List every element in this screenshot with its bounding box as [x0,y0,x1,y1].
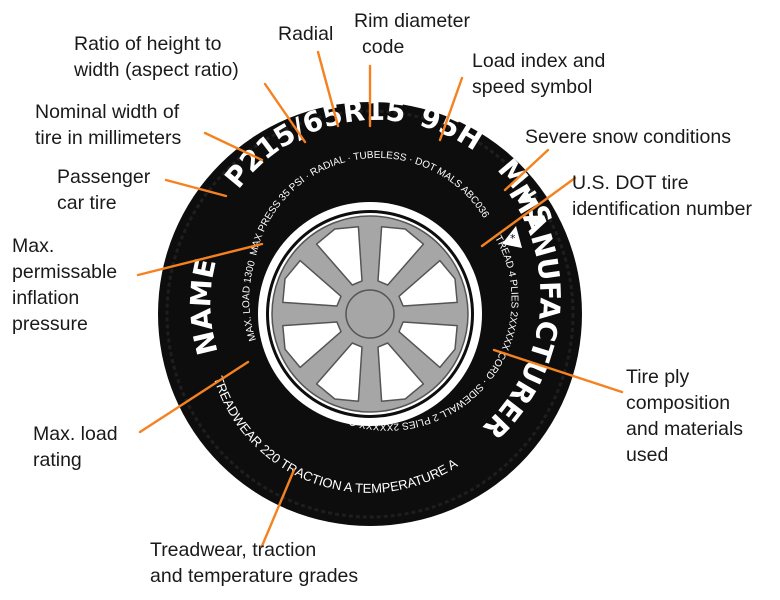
callout-ply-composition: Tire ply composition and materials used [626,366,748,466]
wheel-spokes [282,226,458,402]
leader-ply [492,348,624,394]
tire [158,102,582,526]
wheel-spoke-opening [398,259,458,307]
callout-load-rating: Max. load rating [33,423,123,471]
leader-passenger [164,178,228,198]
wheel-spoke-opening [315,226,363,286]
wheel-spoke-opening [377,342,425,402]
severe-snow-icon: * [502,226,522,248]
callout-nominal-width: Nominal width of tire in millimeters [35,101,185,149]
wheel-spoke-opening [315,342,363,402]
wheel-spoke-opening [282,321,342,369]
callout-dot-id: U.S. DOT tire identification number [572,172,752,220]
leader-load-index [438,76,464,142]
wheel-spoke-opening [377,226,425,286]
leader-lines [136,50,624,548]
callout-radial: Radial [278,23,333,45]
leader-load-rating [138,360,250,434]
leader-inflation [136,242,264,277]
tread-edge [165,109,575,519]
callout-passenger-car: Passenger car tire [57,166,156,214]
callouts: Ratio of height to width (aspect ratio) … [12,10,752,587]
callout-aspect-ratio: Ratio of height to width (aspect ratio) [73,33,239,81]
leader-snow [503,148,550,192]
callout-inflation-pressure: Max. permissable inflation pressure [12,235,123,335]
svg-text:*: * [510,232,516,245]
wheel-spoke-opening [398,321,458,369]
leader-radial [316,50,340,128]
leader-grades [260,468,296,548]
leader-dot [480,176,577,248]
wheel-spoke-opening [282,259,342,307]
callout-load-index: Load index and speed symbol [472,50,611,98]
leader-width [203,131,264,162]
wheel-hub [345,289,395,339]
callout-grades: Treadwear, traction and temperature grad… [150,539,358,587]
callout-rim-diameter: Rim diameter code [354,10,475,58]
callout-snow-conditions: Severe snow conditions [525,126,731,148]
leader-aspect [263,82,307,144]
